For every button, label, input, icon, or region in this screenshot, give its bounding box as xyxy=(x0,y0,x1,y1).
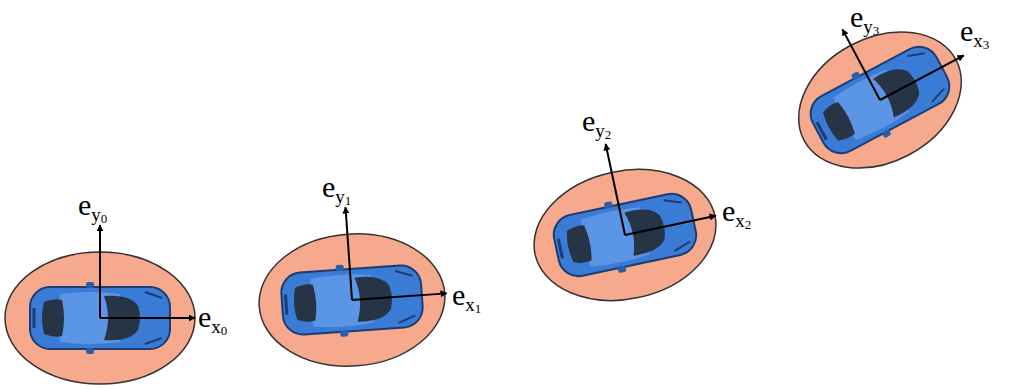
basis-symbol: e xyxy=(582,104,595,137)
axis-label: ex3 xyxy=(960,16,989,51)
axis-subscript: y xyxy=(91,204,101,225)
axis-subscript: x xyxy=(211,316,221,337)
basis-symbol: e xyxy=(452,278,465,311)
basis-symbol: e xyxy=(322,170,335,203)
axis-subscript: y xyxy=(595,120,605,141)
frame-index: 1 xyxy=(475,301,482,316)
axis-subscript: y xyxy=(335,186,345,207)
axis-label: ey2 xyxy=(582,106,611,141)
frame-index: 3 xyxy=(873,23,880,38)
axis-label: ex1 xyxy=(452,280,481,315)
frame-index: 0 xyxy=(101,211,108,226)
axis-label: ex2 xyxy=(722,196,751,231)
basis-symbol: e xyxy=(78,188,91,221)
axis-label: ey1 xyxy=(322,172,351,207)
frame-index: 3 xyxy=(983,37,990,52)
axis-subscript: x xyxy=(465,294,475,315)
axis-subscript: x xyxy=(973,30,983,51)
axis-label: ex0 xyxy=(198,302,227,337)
axis-label: ey3 xyxy=(850,2,879,37)
basis-symbol: e xyxy=(850,0,863,33)
frame-index: 1 xyxy=(345,193,352,208)
frame-index: 0 xyxy=(221,323,228,338)
axis-subscript: y xyxy=(863,16,873,37)
axis-subscript: x xyxy=(735,210,745,231)
axis-label: ey0 xyxy=(78,190,107,225)
basis-symbol: e xyxy=(960,14,973,47)
basis-symbol: e xyxy=(198,300,211,333)
basis-symbol: e xyxy=(722,194,735,227)
frame-index: 2 xyxy=(745,217,752,232)
frame-index: 2 xyxy=(605,127,612,142)
